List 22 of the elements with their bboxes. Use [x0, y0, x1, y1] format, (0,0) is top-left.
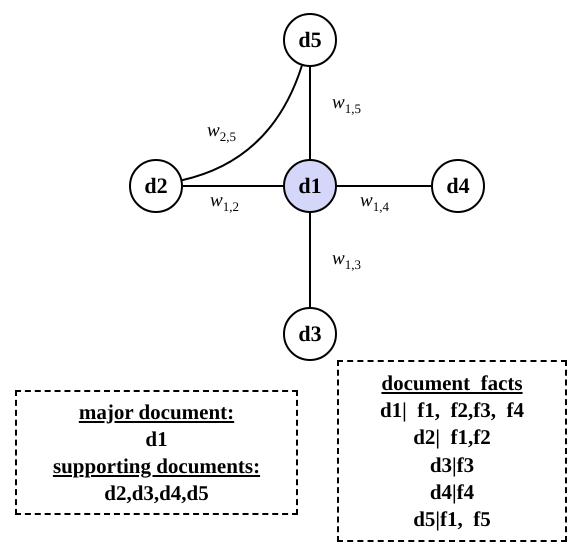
- document-node: d3: [283, 307, 337, 361]
- connector-line: [337, 185, 431, 187]
- box-text: d2,d3,d4,d5: [104, 481, 209, 506]
- document-node: d5: [283, 13, 337, 67]
- box-text: d1: [145, 426, 168, 451]
- document-node: d2: [129, 159, 183, 213]
- box-text: d2| f1,f2: [413, 425, 491, 450]
- connector-line: [309, 67, 311, 159]
- info-box: [337, 360, 567, 542]
- box-text: d4|f4: [430, 480, 474, 504]
- info-box: [15, 390, 298, 515]
- document-node: d4: [431, 159, 485, 213]
- box-text: d3|f3: [430, 452, 474, 477]
- box-heading: major document:: [78, 400, 234, 424]
- connector-line: [309, 213, 311, 307]
- box-heading: document facts: [381, 371, 523, 396]
- document-node: d1: [283, 159, 337, 213]
- connector-line: [182, 65, 303, 182]
- box-text: d1| f1, f2,f3, f4: [380, 398, 524, 422]
- connector-line: [183, 185, 283, 187]
- box-text: d5|f1, f5: [413, 506, 491, 531]
- box-heading: supporting documents:: [52, 454, 260, 478]
